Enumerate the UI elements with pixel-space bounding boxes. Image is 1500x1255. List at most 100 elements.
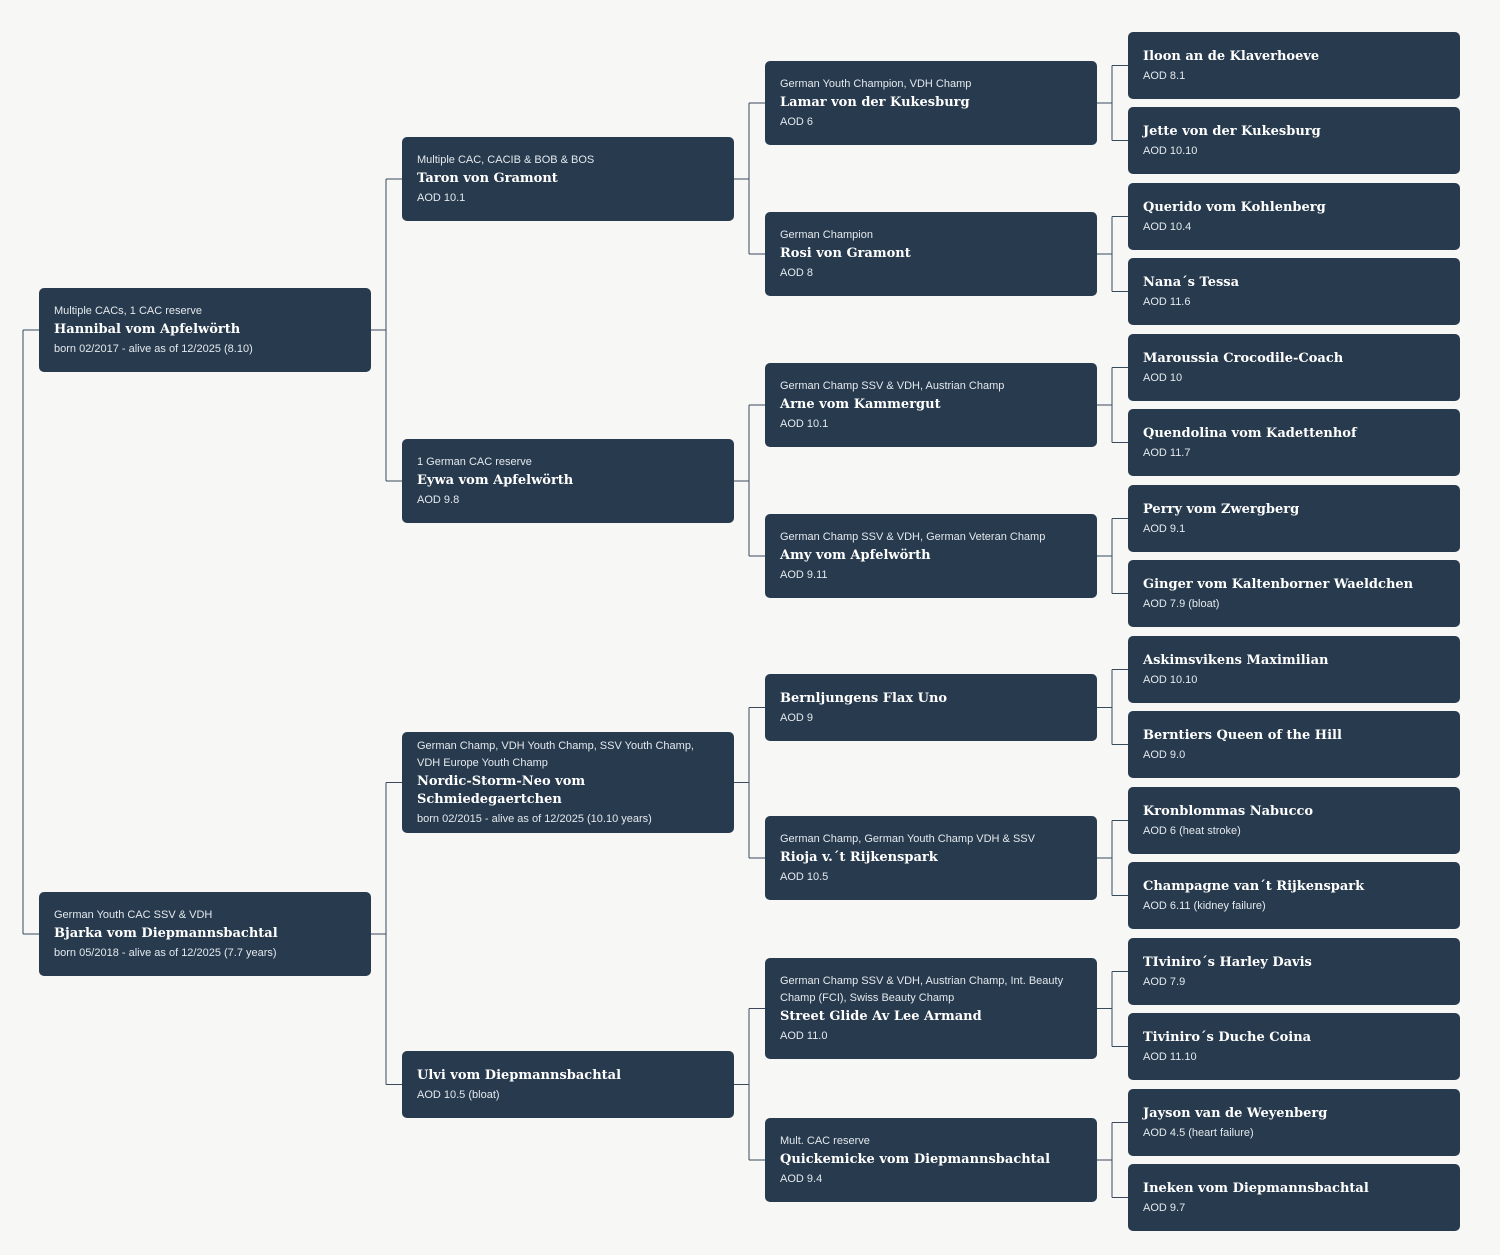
dog-info: AOD 9.0 [1143, 748, 1186, 761]
dog-name: Quickemicke vom Diepmannsbachtal [780, 1151, 1051, 1167]
dog-info: AOD 10.5 [780, 870, 829, 883]
dog-titles: German Champ SSV & VDH, Austrian Champ [780, 379, 1005, 392]
dog-info: AOD 10.1 [780, 417, 829, 430]
dog-titles: 1 German CAC reserve [417, 455, 532, 468]
dog-titles: German Champ, German Youth Champ VDH & S… [780, 832, 1035, 845]
dog-info: AOD 9 [780, 711, 814, 724]
dog-info: AOD 9.4 [780, 1172, 823, 1185]
dog-name: Berntiers Queen of the Hill [1143, 727, 1342, 743]
dog-info: born 05/2018 - alive as of 12/2025 (7.7 … [54, 946, 277, 959]
dog-titles: German Champ SSV & VDH, German Veteran C… [780, 530, 1046, 543]
dog-titles: Multiple CAC, CACIB & BOB & BOS [417, 153, 595, 166]
dog-name: Kronblommas Nabucco [1143, 803, 1314, 819]
dog-info: AOD 11.0 [780, 1029, 828, 1042]
dog-info: AOD 10.10 [1143, 673, 1198, 686]
dog-card-g3f[interactable]: German Champ, German Youth Champ VDH & S… [765, 816, 1097, 900]
dog-name: Rioja v.´t Rijkenspark [780, 849, 938, 865]
dog-name: Ginger vom Kaltenborner Waeldchen [1143, 576, 1414, 592]
dog-name: Amy vom Apfelwörth [780, 547, 931, 563]
dog-name: Askimsvikens Maximilian [1143, 652, 1329, 668]
dog-name: Street Glide Av Lee Armand [780, 1008, 982, 1024]
dog-name: Lamar von der Kukesburg [780, 94, 970, 110]
dog-name: Tiviniro´s Duche Coina [1143, 1029, 1312, 1045]
dog-name: Querido vom Kohlenberg [1143, 199, 1326, 215]
dog-info: AOD 11.10 [1143, 1050, 1197, 1063]
dog-name: Ineken vom Diepmannsbachtal [1143, 1180, 1369, 1196]
dog-titles: German Youth CAC SSV & VDH [54, 908, 213, 921]
dog-name: Nana´s Tessa [1143, 274, 1240, 290]
dog-titles: Multiple CACs, 1 CAC reserve [54, 304, 202, 317]
dog-info: AOD 6.11 (kidney failure) [1143, 899, 1266, 912]
dog-name: TIviniro´s Harley Davis [1143, 954, 1312, 970]
dog-name: Maroussia Crocodile-Coach [1143, 350, 1344, 366]
dog-info: AOD 9.8 [417, 493, 460, 506]
dog-info: AOD 10.5 (bloat) [417, 1088, 500, 1101]
dog-info: AOD 10.4 [1143, 220, 1192, 233]
dog-info: AOD 10.10 [1143, 144, 1198, 157]
dog-info: AOD 9.11 [780, 568, 828, 581]
dog-card-g3g[interactable]: German Champ SSV & VDH, Austrian Champ, … [765, 958, 1097, 1059]
dog-card-g3d[interactable]: German Champ SSV & VDH, German Veteran C… [765, 514, 1097, 598]
dog-info: AOD 10.1 [417, 191, 466, 204]
dog-titles: Mult. CAC reserve [780, 1134, 870, 1147]
dog-name: Bernljungens Flax Uno [780, 690, 948, 706]
dog-name: Champagne van´t Rijkenspark [1143, 878, 1365, 894]
dog-info: AOD 4.5 (heart failure) [1143, 1126, 1254, 1139]
dog-name: Nordic-Storm-Neo vom Schmiedegaertchen [417, 773, 586, 807]
dog-name: Arne vom Kammergut [780, 396, 941, 412]
dog-info: AOD 8 [780, 266, 814, 279]
dog-name: Rosi von Gramont [780, 245, 911, 261]
dog-card-g1b[interactable]: German Youth CAC SSV & VDH Bjarka vom Die… [39, 892, 371, 976]
dog-info: AOD 10 [1143, 371, 1183, 384]
dog-name: Iloon an de Klaverhoeve [1143, 48, 1320, 64]
dog-name: Perry vom Zwergberg [1143, 501, 1300, 517]
dog-name: Eywa vom Apfelwörth [417, 472, 574, 488]
dog-name: Hannibal vom Apfelwörth [54, 321, 241, 337]
dog-titles: German Youth Champion, VDH Champ [780, 77, 972, 90]
dog-info: AOD 9.7 [1143, 1201, 1186, 1214]
dog-name: Jayson van de Weyenberg [1143, 1105, 1328, 1121]
dog-card-g2c[interactable]: German Champ, VDH Youth Champ, SSV Youth… [402, 732, 734, 833]
dog-name: Bjarka vom Diepmannsbachtal [54, 925, 278, 941]
dog-card-g2a[interactable]: Multiple CAC, CACIB & BOB & BOS Taron von… [402, 137, 734, 221]
dog-info: AOD 7.9 (bloat) [1143, 597, 1220, 610]
dog-titles: German Champ, VDH Youth Champ, SSV Youth… [417, 739, 694, 769]
dog-info: AOD 9.1 [1143, 522, 1186, 535]
dog-name: Taron von Gramont [417, 170, 558, 186]
dog-info: AOD 11.7 [1143, 446, 1191, 459]
dog-name: Ulvi vom Diepmannsbachtal [417, 1067, 622, 1083]
dog-info: AOD 11.6 [1143, 295, 1191, 308]
dog-info: born 02/2015 - alive as of 12/2025 (10.1… [417, 812, 652, 825]
dog-info: born 02/2017 - alive as of 12/2025 (8.10… [54, 342, 253, 355]
dog-name: Jette von der Kukesburg [1143, 123, 1321, 139]
dog-name: Quendolina vom Kadettenhof [1143, 425, 1357, 441]
dog-info: AOD 8.1 [1143, 69, 1186, 82]
dog-info: AOD 6 (heat stroke) [1143, 824, 1241, 837]
